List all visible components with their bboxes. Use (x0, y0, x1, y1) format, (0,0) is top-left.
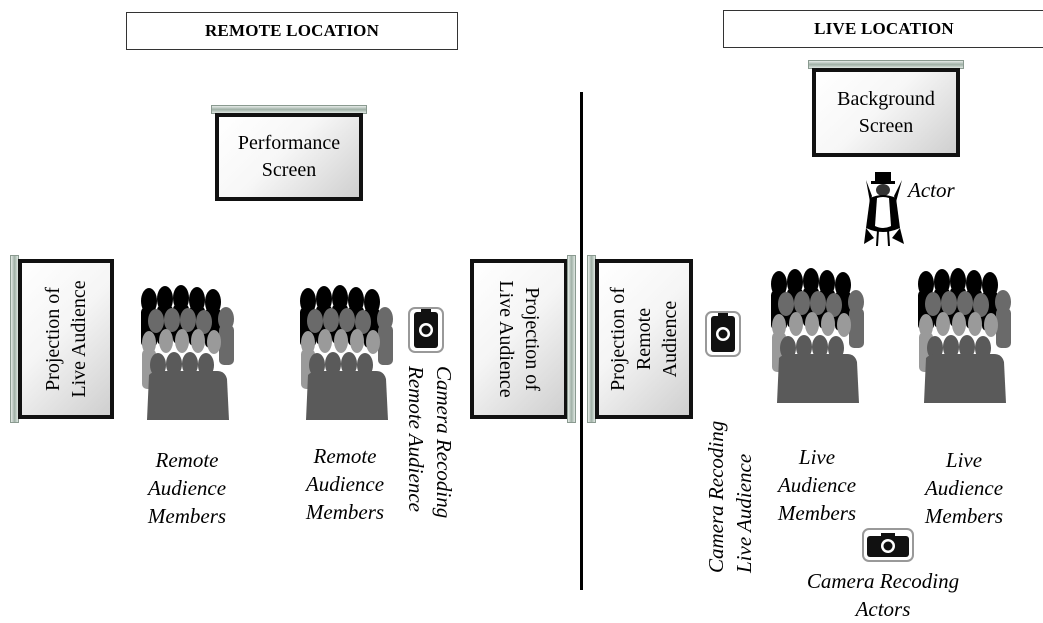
remote-audience-group-2 (298, 285, 396, 421)
center-projection-remote-screen: Projection of Remote Audience (587, 255, 693, 423)
camera-remote-label: Camera Recoding Remote Audience (402, 366, 458, 518)
center-projection-live-screen: Projection of Live Audience (470, 255, 576, 423)
left-projection-text: Projection of Live Audience (40, 280, 92, 397)
live-members-1-line3: Members (777, 501, 857, 525)
live-members-1-line2: Audience (777, 473, 857, 497)
live-location-title: LIVE LOCATION (814, 19, 954, 38)
left-projection-line1: Projection of (42, 287, 64, 391)
remote-location-header: REMOTE LOCATION (126, 12, 458, 50)
camera-live-label: Camera Recoding Live Audience (702, 421, 758, 573)
performance-screen-panel: Performance Screen (215, 113, 363, 201)
camera-live (705, 311, 741, 362)
audience-crowd-icon (141, 285, 234, 420)
camera-icon (862, 528, 914, 562)
camera-remote (408, 307, 444, 358)
live-location-header: LIVE LOCATION (723, 10, 1043, 48)
center-projection-live-line2: Live Audience (495, 280, 517, 398)
background-screen-line1: Background (837, 87, 935, 110)
left-projection-line2: Live Audience (68, 280, 90, 398)
remote-location-title: REMOTE LOCATION (204, 21, 380, 40)
camera-live-line2: Live Audience (732, 453, 756, 573)
actor-label: Actor (908, 178, 955, 202)
live-members-2-line1: Live (945, 448, 983, 472)
remote-members-2-line1: Remote (313, 444, 377, 468)
live-members-label-2: Live Audience Members (909, 446, 1019, 530)
center-projection-live-text: Projection of Live Audience (493, 280, 545, 397)
camera-icon (705, 311, 741, 357)
performance-screen-line2: Screen (261, 159, 317, 181)
remote-audience-group-1 (139, 285, 237, 421)
live-members-1-line1: Live (798, 445, 836, 469)
camera-actors (862, 528, 914, 567)
remote-members-1-line2: Audience (147, 476, 227, 500)
performance-screen: Performance Screen (211, 105, 367, 201)
performance-screen-line1: Performance (237, 132, 341, 154)
actor-figure (862, 172, 906, 251)
center-projection-live-panel: Projection of Live Audience (470, 259, 568, 419)
camera-actors-line1: Camera Recoding (806, 569, 960, 593)
left-projection-screen: Projection of Live Audience (10, 255, 114, 423)
remote-members-2-line2: Audience (305, 472, 385, 496)
screen-rod (567, 255, 576, 423)
remote-members-2-line3: Members (305, 500, 385, 524)
live-members-2-line3: Members (924, 504, 1004, 528)
remote-members-label-1: Remote Audience Members (132, 446, 242, 530)
camera-live-line1: Camera Recoding (704, 420, 728, 573)
background-screen: Background Screen (808, 60, 964, 157)
center-projection-remote-panel: Projection of Remote Audience (595, 259, 693, 419)
remote-members-label-2: Remote Audience Members (290, 442, 400, 526)
center-projection-remote-line1: Projection of (607, 287, 629, 391)
center-projection-remote-line2: Remote (633, 307, 655, 371)
camera-actors-label: Camera Recoding Actors (788, 567, 978, 623)
left-projection-panel: Projection of Live Audience (18, 259, 114, 419)
camera-icon (408, 307, 444, 353)
remote-members-1-line3: Members (147, 504, 227, 528)
actor-figure-icon (864, 172, 904, 247)
audience-crowd-icon (918, 268, 1011, 403)
remote-members-1-line1: Remote (155, 448, 219, 472)
live-members-2-line2: Audience (924, 476, 1004, 500)
live-audience-group-1 (769, 268, 867, 404)
live-members-label-1: Live Audience Members (762, 443, 872, 527)
background-screen-line2: Screen (858, 114, 914, 137)
audience-crowd-icon (300, 285, 393, 420)
center-projection-remote-line3: Audience (659, 300, 681, 378)
camera-remote-line2: Remote Audience (404, 366, 428, 512)
live-audience-group-2 (916, 268, 1014, 404)
camera-remote-line1: Camera Recoding (432, 366, 456, 519)
center-projection-live-line1: Projection of (521, 287, 543, 391)
background-screen-panel: Background Screen (812, 68, 960, 157)
audience-crowd-icon (771, 268, 864, 403)
camera-actors-line2: Actors (855, 597, 911, 621)
location-divider (580, 92, 583, 590)
center-projection-remote-text: Projection of Remote Audience (605, 287, 683, 391)
